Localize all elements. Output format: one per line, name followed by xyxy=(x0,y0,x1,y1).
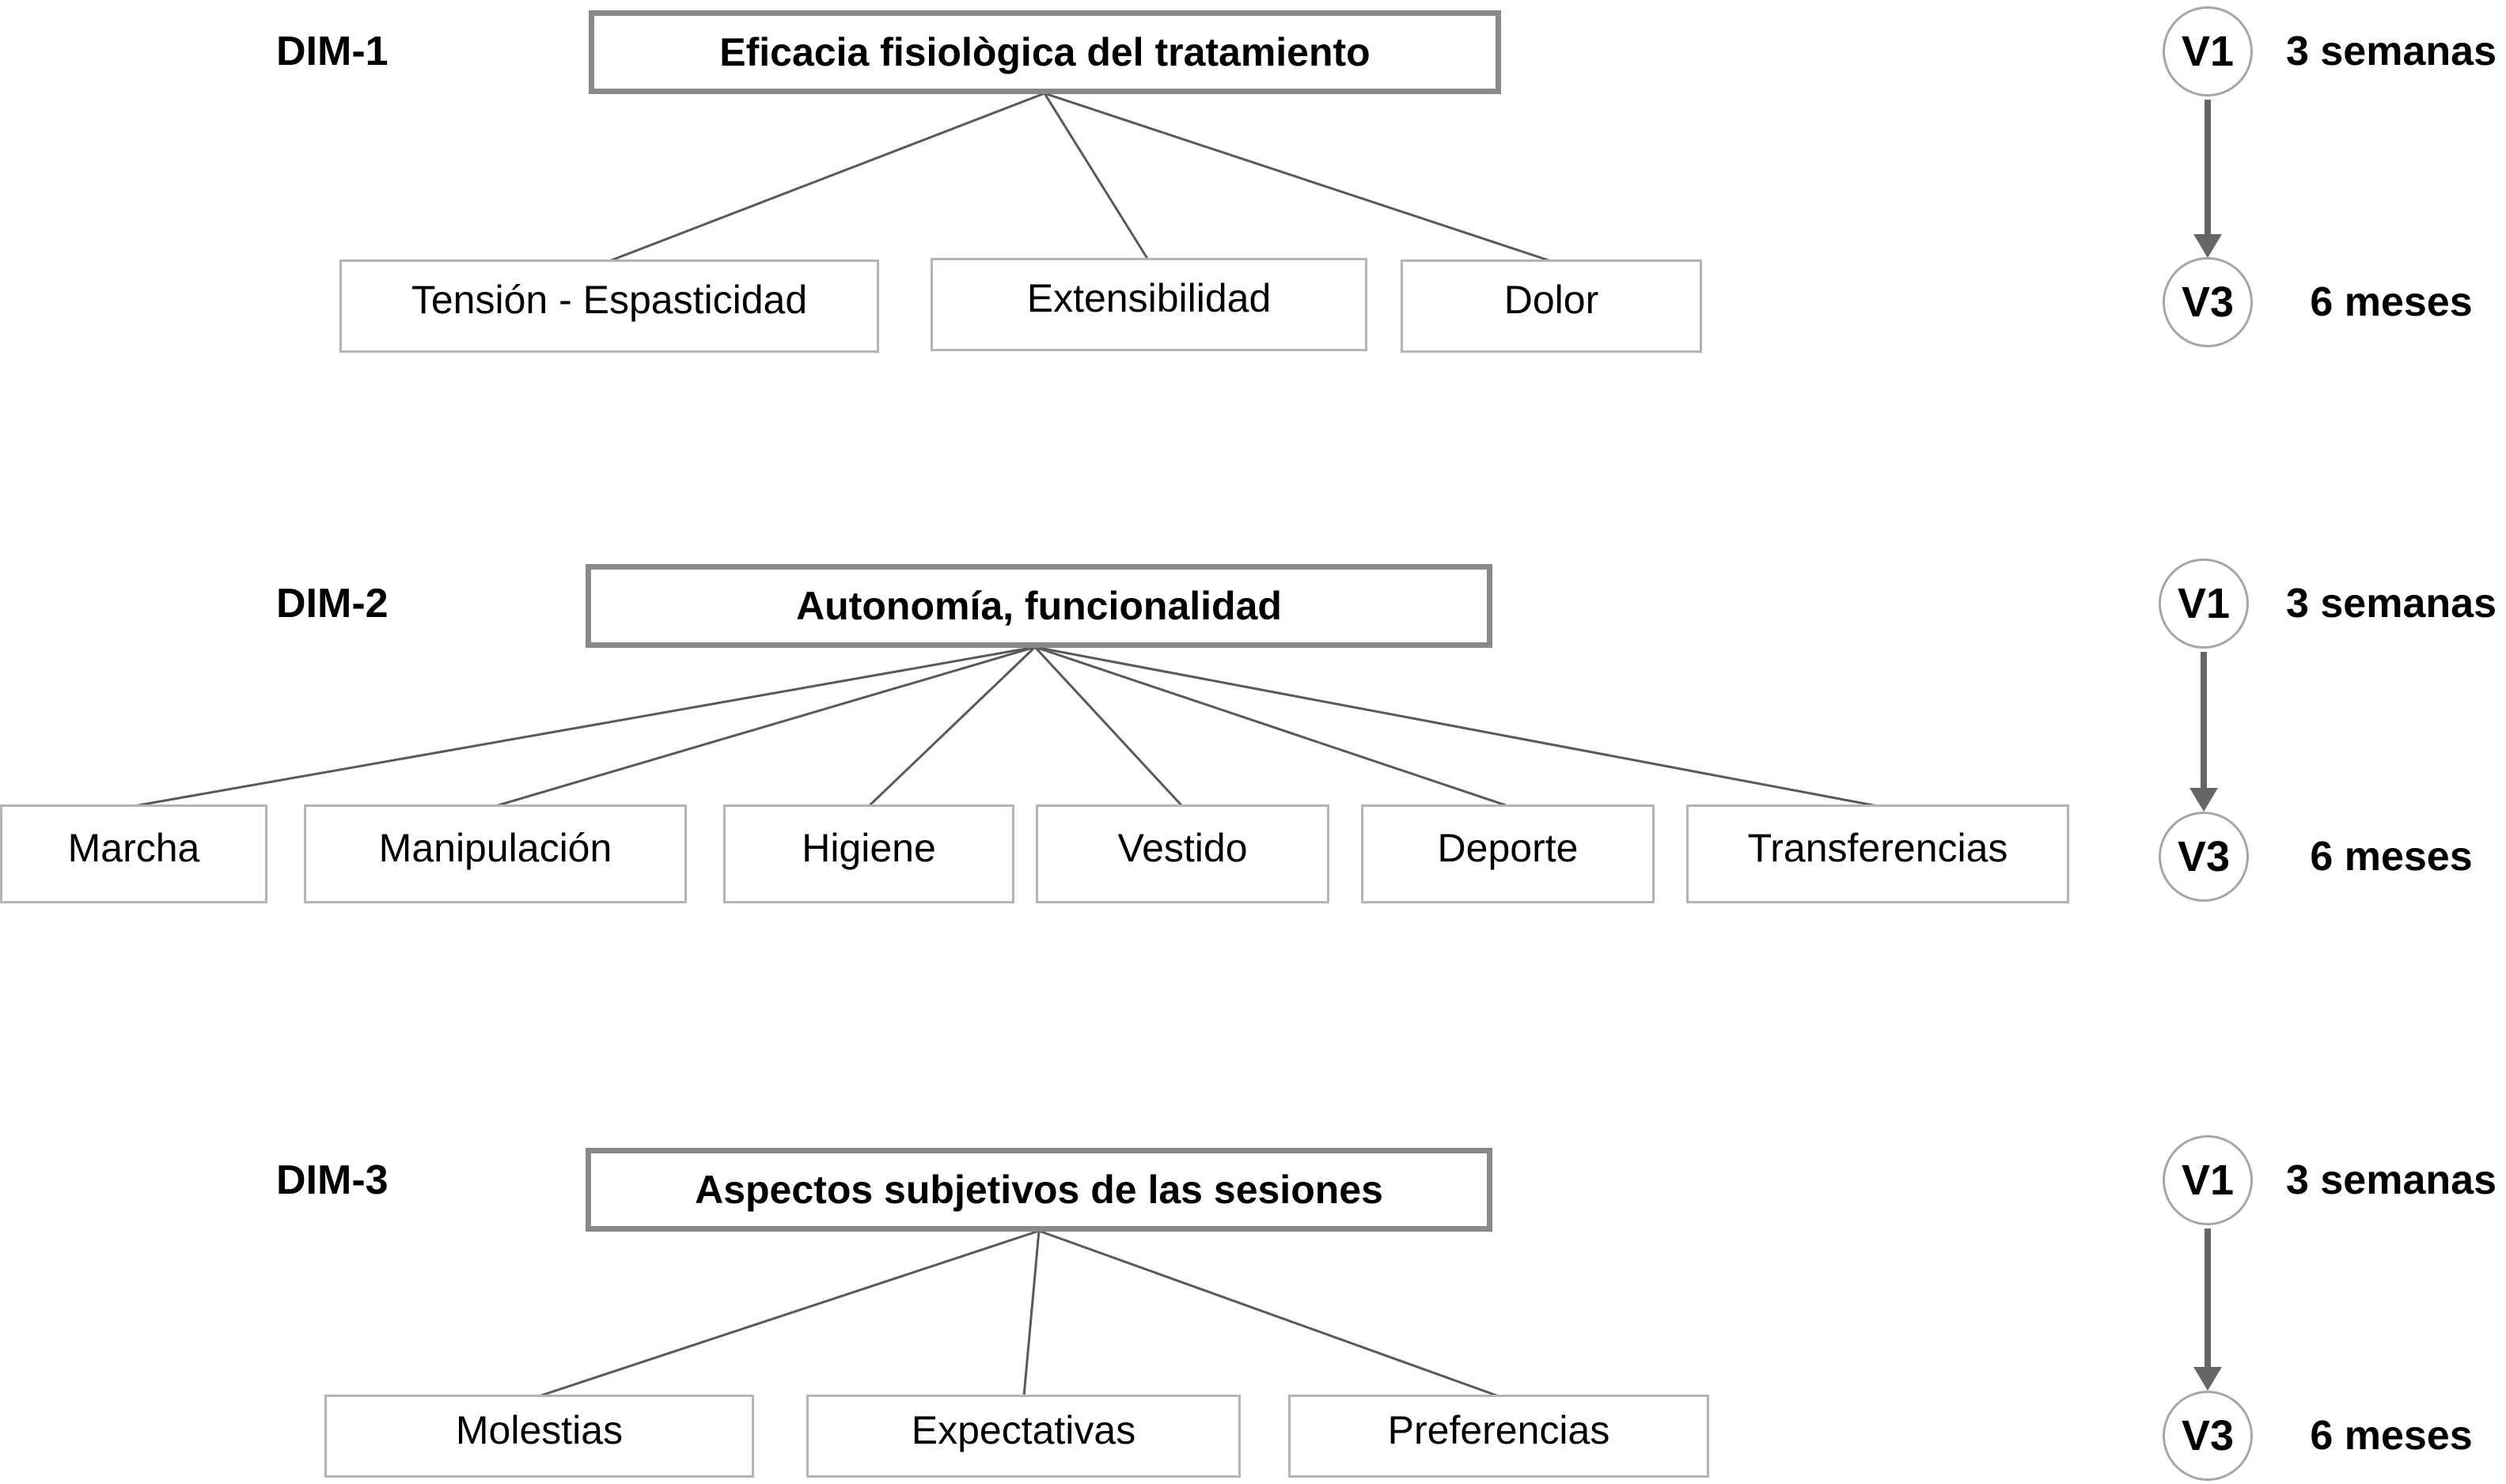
visit-arrow xyxy=(2189,652,2218,812)
visit-circle-v3: V3 xyxy=(2159,812,2249,902)
subdimension-label: Tensión - Espasticidad xyxy=(411,278,808,322)
subdimension-label: Dolor xyxy=(1503,278,1599,322)
connector-line xyxy=(538,1229,1040,1398)
connector-line xyxy=(1044,92,1552,263)
subdimension-box-expectativas: Expectativas xyxy=(806,1395,1241,1478)
subdimension-box-molestias: Molestias xyxy=(324,1395,754,1478)
connector-line xyxy=(495,645,1036,808)
connector-line xyxy=(1034,645,1509,808)
dim-2-label: DIM-2 xyxy=(276,581,389,627)
visit-label: V3 xyxy=(2177,833,2231,880)
visit-label: V3 xyxy=(2181,278,2235,326)
subdimension-label: Expectativas xyxy=(911,1407,1136,1452)
visit-time-label: 6 meses xyxy=(2310,1413,2473,1459)
visit-circle-v3: V3 xyxy=(2163,1391,2253,1481)
subdimension-box-extensibilidad: Extensibilidad xyxy=(931,258,1367,351)
subdimension-box-higiene: Higiene xyxy=(723,804,1014,903)
visit-circle-v3: V3 xyxy=(2163,257,2253,347)
visit-circle-v1: V1 xyxy=(2163,6,2253,97)
visit-circle-v1: V1 xyxy=(2163,1135,2253,1225)
visit-time-label: 6 meses xyxy=(2310,279,2473,325)
subdimension-label: Transferencias xyxy=(1747,825,2008,870)
subdimension-label: Higiene xyxy=(802,825,936,870)
visit-label: V3 xyxy=(2181,1412,2235,1459)
subdimension-label: Preferencias xyxy=(1387,1407,1610,1452)
visit-time-label: 3 semanas xyxy=(2286,28,2497,74)
visit-label: V1 xyxy=(2177,580,2231,627)
connector-line xyxy=(1033,645,1184,808)
subdimension-box-preferencias: Preferencias xyxy=(1288,1395,1709,1478)
subdimension-label: Molestias xyxy=(455,1407,624,1452)
dimension-box-dim-1: Eficacia fisiològica del tratamiento xyxy=(589,10,1501,94)
connector-line xyxy=(867,645,1037,808)
connector-line xyxy=(1034,645,1879,808)
visit-arrow xyxy=(2193,1228,2222,1391)
dim-1-label: DIM-1 xyxy=(276,28,389,74)
connector-line xyxy=(1043,93,1151,262)
visit-time-label: 3 semanas xyxy=(2286,581,2497,627)
subdimension-box-dolor: Dolor xyxy=(1401,259,1702,353)
subdimension-box-marcha: Marcha xyxy=(0,804,267,903)
subdimension-box-manipulacion: Manipulación xyxy=(304,804,687,903)
dimension-title: Aspectos subjetivos de las sesiones xyxy=(695,1168,1383,1212)
dimension-title: Autonomía, funcionalidad xyxy=(796,584,1282,628)
subdimension-box-vestido: Vestido xyxy=(1036,804,1329,903)
subdimension-label: Vestido xyxy=(1117,825,1248,870)
dim-3-label: DIM-3 xyxy=(276,1157,389,1203)
visit-arrow xyxy=(2193,100,2222,258)
dimension-title: Eficacia fisiològica del tratamiento xyxy=(719,30,1371,74)
connector-line xyxy=(1022,1230,1041,1397)
connector-line xyxy=(1038,1229,1499,1398)
dimension-box-dim-3: Aspectos subjetivos de las sesiones xyxy=(586,1148,1492,1232)
connector-line xyxy=(133,645,1036,808)
visit-label: V1 xyxy=(2181,1157,2235,1204)
subdimension-label: Marcha xyxy=(67,825,200,870)
subdimension-label: Extensibilidad xyxy=(1026,276,1272,320)
subdimension-label: Manipulación xyxy=(378,825,612,870)
visit-label: V1 xyxy=(2181,28,2235,75)
visit-circle-v1: V1 xyxy=(2159,558,2249,649)
visit-time-label: 3 semanas xyxy=(2286,1157,2497,1203)
dimension-box-dim-2: Autonomía, funcionalidad xyxy=(586,564,1492,648)
subdimension-box-tension-espasticidad: Tensión - Espasticidad xyxy=(339,259,879,353)
connector-line xyxy=(608,92,1045,263)
subdimension-box-deporte: Deporte xyxy=(1361,804,1655,903)
subdimension-label: Deporte xyxy=(1437,825,1579,870)
visit-time-label: 6 meses xyxy=(2310,834,2473,880)
subdimension-box-transferencias: Transferencias xyxy=(1686,804,2069,903)
